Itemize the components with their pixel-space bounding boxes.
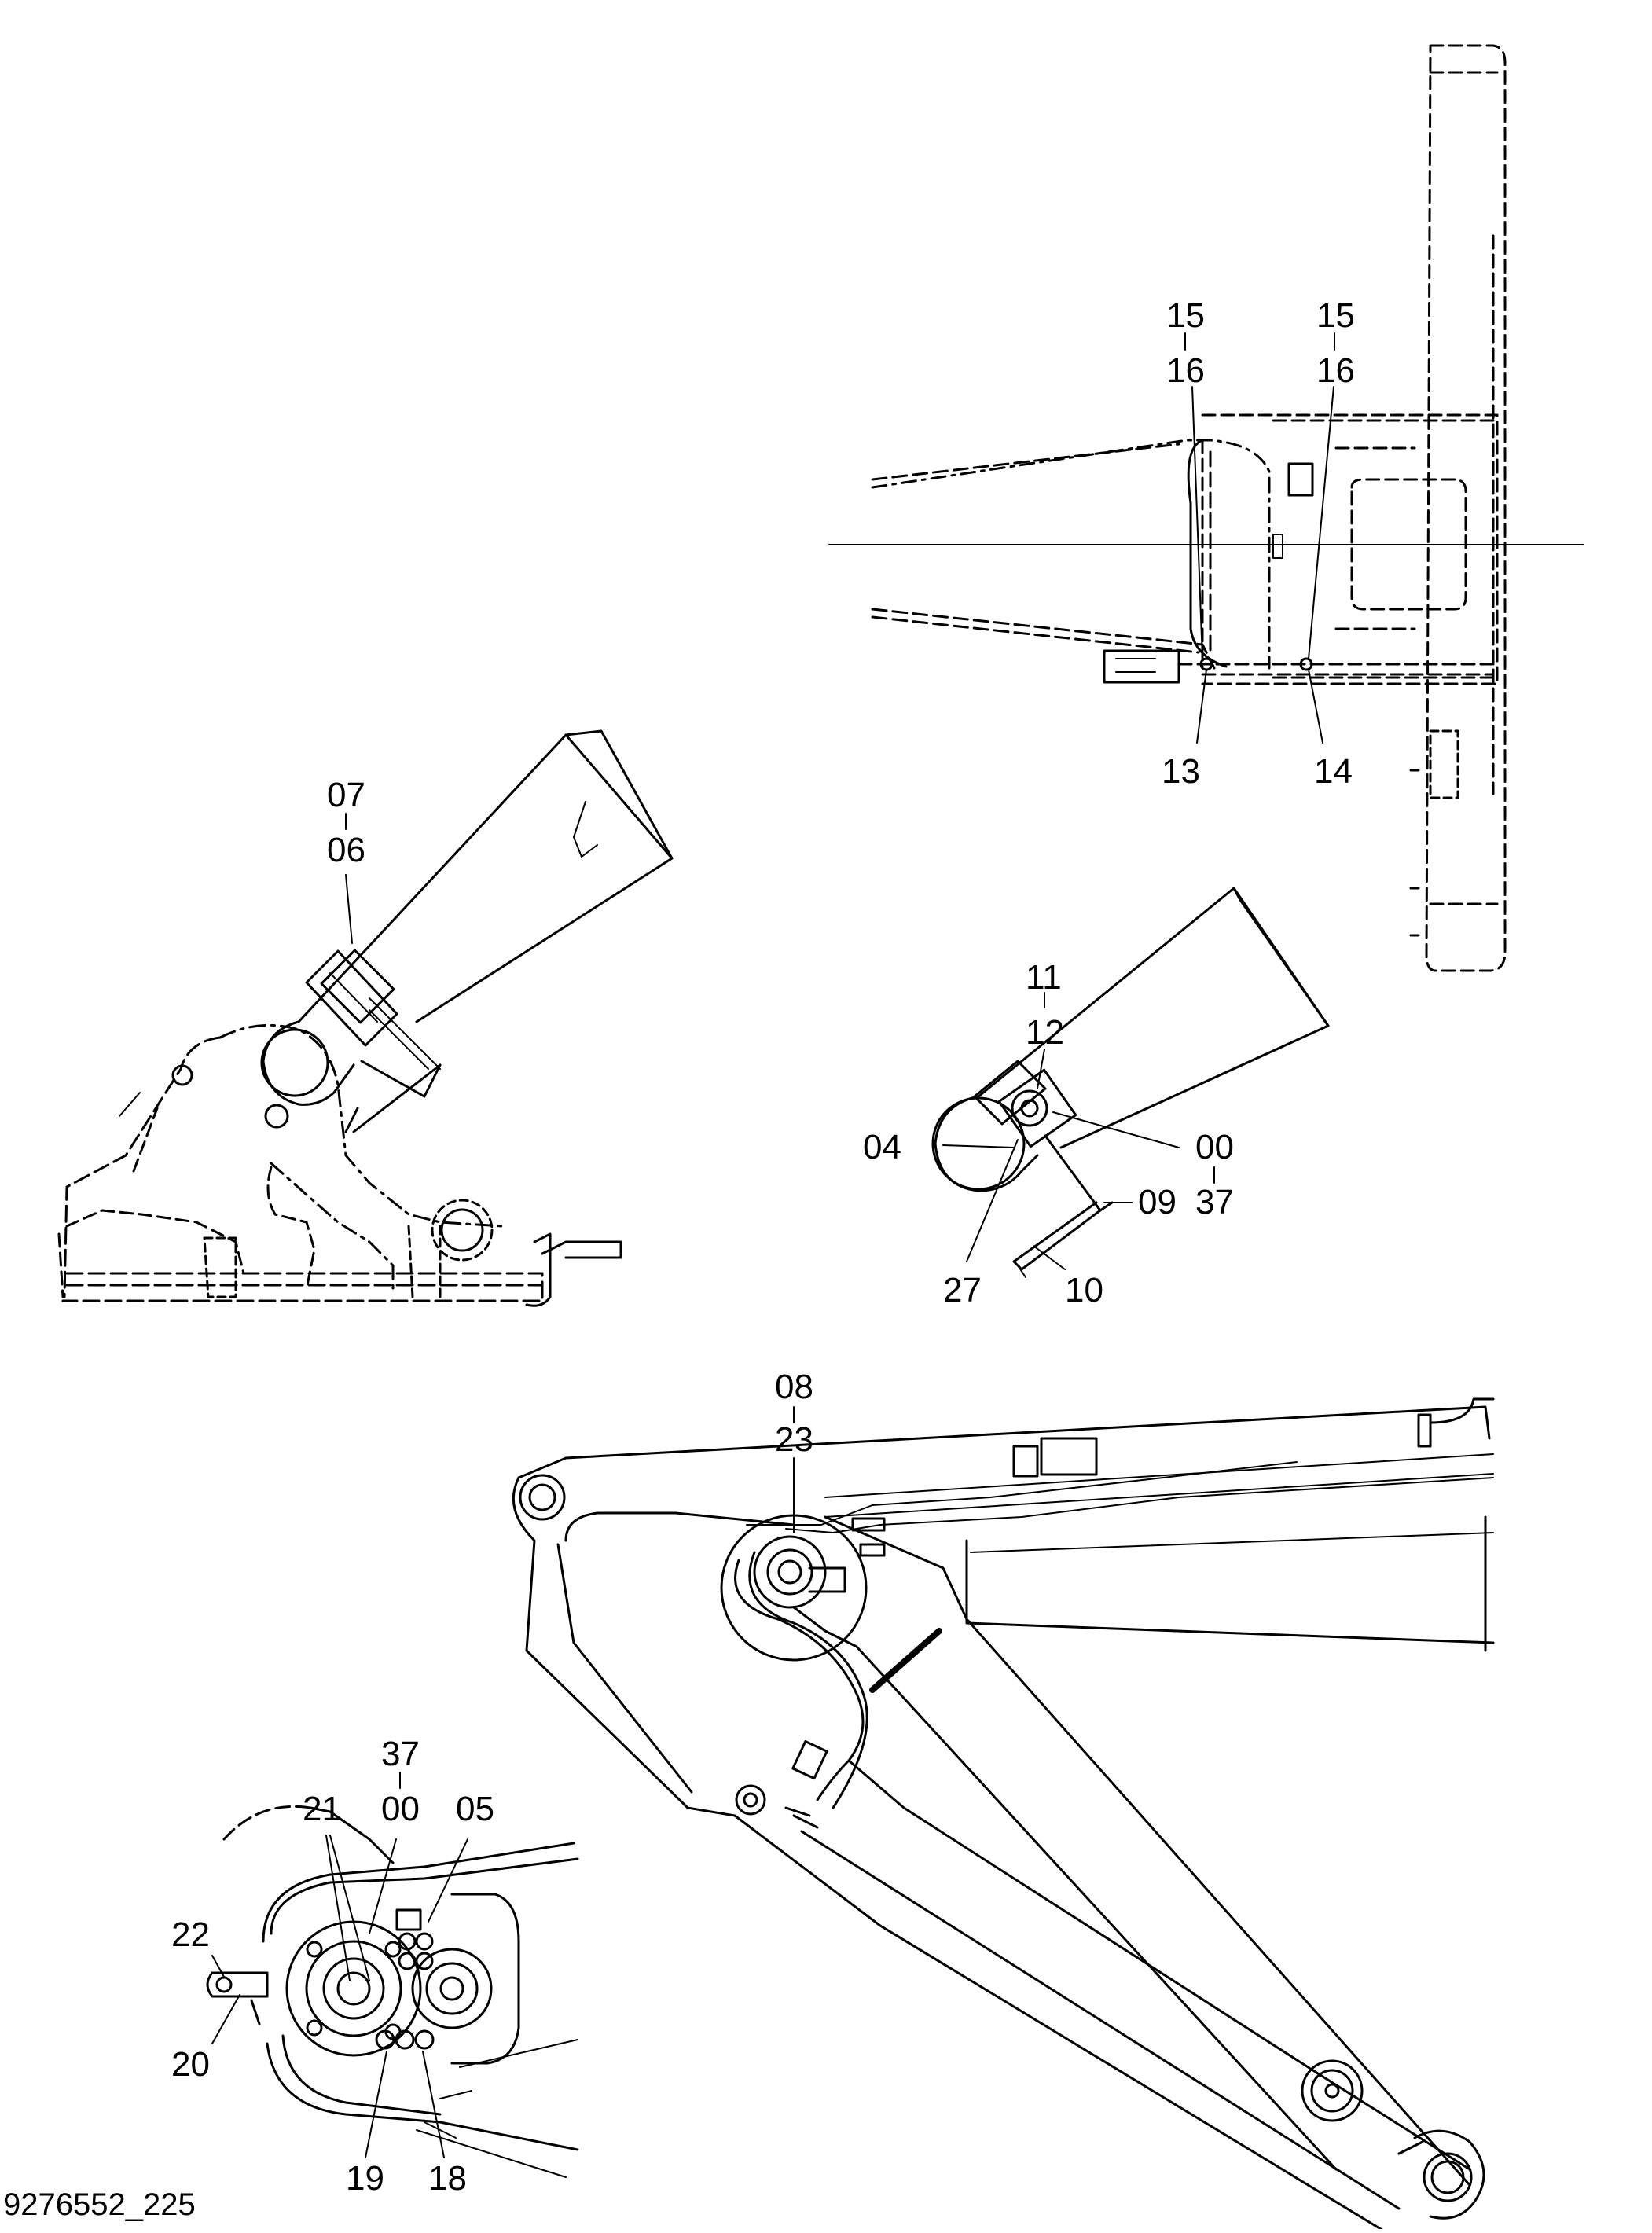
callout-15-left: 15	[1166, 296, 1205, 335]
top-view	[828, 44, 1584, 972]
callout-05: 05	[456, 1790, 494, 1828]
callout-18: 18	[428, 2159, 467, 2198]
callout-37: 37	[1195, 1183, 1234, 1221]
callout-20: 20	[171, 2045, 210, 2084]
callout-19: 19	[346, 2159, 384, 2198]
callout-06: 06	[327, 831, 365, 869]
callout-10: 10	[1065, 1271, 1103, 1309]
callout-00-detail: 00	[381, 1790, 420, 1828]
callout-22: 22	[171, 1915, 210, 1954]
callout-09: 09	[1138, 1183, 1177, 1221]
left-arm-view	[57, 729, 674, 1307]
callout-13: 13	[1162, 752, 1200, 791]
callout-11: 11	[1026, 958, 1062, 997]
callout-27: 27	[943, 1271, 982, 1309]
callout-08: 08	[775, 1368, 813, 1406]
callout-23: 23	[775, 1420, 813, 1459]
callout-15-right: 15	[1316, 296, 1355, 335]
boom-view	[512, 1397, 1495, 2233]
callout-16-left: 16	[1166, 351, 1205, 390]
callout-12: 12	[1026, 1013, 1064, 1052]
callout-16-right: 16	[1316, 351, 1355, 390]
detail-view	[206, 1772, 579, 2178]
callout-04: 04	[863, 1128, 901, 1166]
callout-14: 14	[1314, 752, 1353, 791]
callout-37-detail: 37	[381, 1735, 420, 1773]
drawing-number: 9276552_225	[3, 2187, 196, 2222]
callout-07: 07	[327, 776, 365, 814]
callout-00: 00	[1195, 1128, 1234, 1166]
callout-21: 21	[303, 1790, 341, 1828]
mid-right-view	[931, 887, 1330, 1278]
